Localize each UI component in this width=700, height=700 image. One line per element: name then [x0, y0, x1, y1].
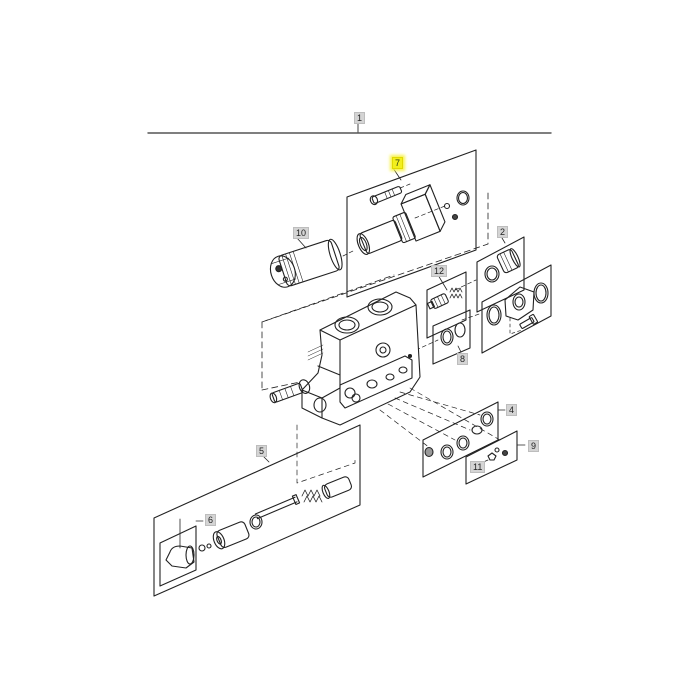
callout-9[interactable]: 9 — [528, 440, 540, 452]
part-group-5 — [153, 424, 361, 597]
part-group-8 — [415, 309, 471, 365]
spool-plug — [269, 379, 311, 404]
part-group-4 — [422, 401, 506, 478]
callout-8[interactable]: 8 — [457, 353, 469, 365]
callout-10[interactable]: 10 — [293, 227, 310, 239]
valve-body — [301, 291, 421, 426]
part-group-flange — [461, 264, 552, 354]
callout-11[interactable]: 11 — [470, 461, 486, 473]
part-group-7 — [346, 149, 477, 298]
callout-12[interactable]: 12 — [431, 265, 448, 277]
assembly-bracket-1 — [147, 123, 552, 134]
callout-1[interactable]: 1 — [354, 112, 366, 124]
part-group-2 — [454, 236, 525, 313]
callout-6[interactable]: 6 — [205, 514, 217, 526]
part-group-9 — [465, 430, 526, 485]
callout-7-highlighted[interactable]: 7 — [392, 157, 404, 169]
callout-2[interactable]: 2 — [497, 226, 509, 238]
part-group-10 — [269, 237, 354, 288]
callout-5[interactable]: 5 — [256, 445, 268, 457]
callout-4[interactable]: 4 — [506, 404, 518, 416]
part-group-6 — [159, 518, 212, 587]
part-group-12 — [426, 271, 467, 339]
